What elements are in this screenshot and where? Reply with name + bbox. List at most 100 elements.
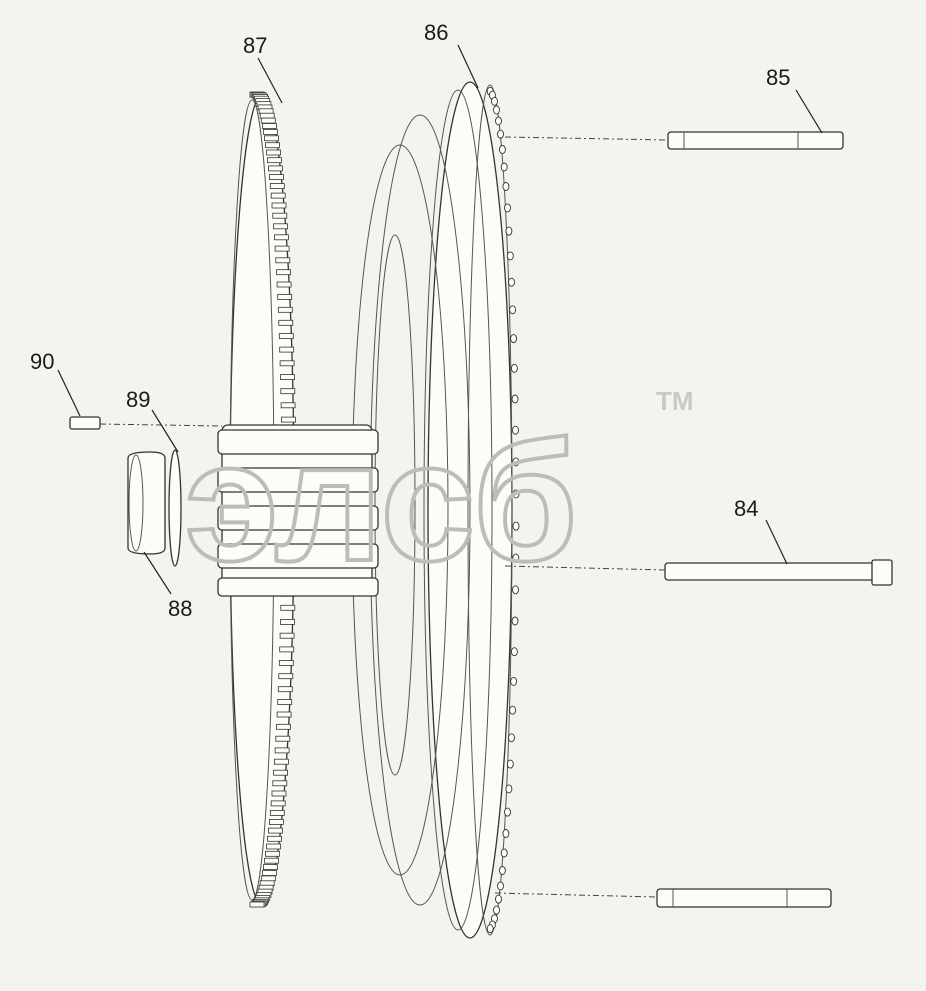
callout-90: 90 bbox=[30, 349, 54, 374]
bolt-hole bbox=[509, 705, 517, 715]
bolt-hole bbox=[510, 647, 518, 657]
callout-labels: 87 86 85 84 90 89 88 bbox=[30, 20, 790, 621]
flywheel-hub bbox=[217, 424, 379, 597]
gear-tooth bbox=[272, 212, 288, 219]
gear-tooth bbox=[267, 835, 282, 842]
callout-86: 86 bbox=[424, 20, 448, 45]
gear-tooth bbox=[273, 758, 289, 765]
gear-tooth bbox=[275, 735, 291, 742]
gear-tooth bbox=[274, 747, 290, 754]
bolt-hole bbox=[502, 182, 510, 191]
bolt-hole bbox=[510, 363, 518, 373]
gear-tooth bbox=[280, 388, 296, 395]
bolt-hole bbox=[500, 162, 508, 172]
bolt-hole bbox=[508, 733, 515, 743]
bolt-hole bbox=[498, 866, 506, 875]
flywheel-bolt-holes bbox=[486, 86, 520, 934]
shim-washer bbox=[168, 449, 182, 567]
bolt-hole bbox=[510, 334, 518, 344]
gear-tooth bbox=[265, 142, 280, 149]
gear-tooth bbox=[277, 686, 293, 693]
bolt-85 bbox=[667, 131, 844, 150]
gear-tooth bbox=[266, 843, 281, 850]
bolt-hole bbox=[508, 277, 515, 287]
gear-tooth bbox=[260, 875, 276, 882]
gear-tooth bbox=[268, 819, 284, 825]
gear-tooth bbox=[265, 850, 280, 857]
gear-tooth bbox=[266, 149, 281, 156]
watermark: элсб TM bbox=[183, 386, 694, 599]
bolt-hole bbox=[495, 116, 502, 126]
gear-tooth bbox=[261, 123, 277, 129]
gear-tooth bbox=[267, 157, 282, 164]
bolt-hole bbox=[509, 305, 517, 315]
gear-tooth bbox=[279, 346, 295, 353]
gear-tooth bbox=[278, 673, 294, 680]
gear-tooth bbox=[260, 117, 276, 124]
watermark-text: элсб bbox=[185, 407, 578, 597]
gear-tooth bbox=[273, 769, 289, 776]
bolt-hole bbox=[493, 905, 500, 915]
bolt-hole bbox=[505, 226, 513, 236]
bolt-hole bbox=[510, 676, 518, 686]
bolt-hole bbox=[498, 145, 506, 154]
gear-tooth bbox=[280, 402, 296, 409]
bolt-hole bbox=[512, 425, 519, 435]
flywheel-disk bbox=[351, 81, 520, 939]
callout-88: 89 bbox=[126, 387, 150, 412]
bolt-hole bbox=[512, 489, 520, 499]
gear-tooth bbox=[262, 128, 278, 135]
watermark-tm: TM bbox=[656, 386, 694, 416]
gear-tooth bbox=[276, 269, 291, 276]
bolt-hole bbox=[511, 616, 519, 626]
bolt-hole bbox=[497, 881, 504, 891]
gear-tooth bbox=[279, 632, 295, 639]
gear-tooth bbox=[276, 281, 292, 288]
gear-tooth bbox=[277, 699, 293, 705]
dowel-pin bbox=[69, 416, 101, 430]
gear-tooth bbox=[280, 374, 295, 381]
gear-tooth bbox=[280, 416, 296, 423]
bolt-hole bbox=[506, 759, 514, 769]
gear-tooth bbox=[264, 857, 279, 864]
gear-tooth bbox=[271, 790, 287, 797]
gear-tooth bbox=[270, 800, 286, 807]
bolt-hole bbox=[495, 894, 502, 904]
bearing-ring bbox=[127, 451, 166, 555]
gear-tooth bbox=[275, 257, 291, 264]
bolt-hole bbox=[512, 521, 520, 531]
gear-tooth bbox=[279, 360, 295, 367]
gear-tooth bbox=[269, 183, 285, 190]
bolt-hole bbox=[504, 807, 511, 817]
gear-tooth bbox=[278, 333, 294, 340]
gear-tooth bbox=[269, 810, 285, 816]
gear-tooth bbox=[268, 174, 284, 181]
bolt-hole bbox=[511, 394, 519, 404]
bolt-hole bbox=[504, 203, 511, 213]
bolt-hole bbox=[512, 457, 520, 467]
gear-tooth bbox=[276, 711, 292, 718]
callout-89: 88 bbox=[168, 596, 192, 621]
gear-tooth bbox=[262, 864, 278, 870]
gear-tooth bbox=[272, 780, 288, 787]
gear-tooth bbox=[277, 294, 293, 300]
bolt-hole bbox=[493, 105, 500, 115]
bolt-84 bbox=[664, 559, 893, 586]
gear-tooth bbox=[264, 135, 279, 142]
bolt-hole bbox=[500, 848, 508, 858]
gear-tooth bbox=[261, 870, 277, 876]
gear-tooth bbox=[267, 165, 283, 172]
gear-tooth bbox=[277, 306, 293, 313]
gear-tooth bbox=[249, 901, 265, 908]
bolt-hole bbox=[512, 585, 519, 595]
bolt-hole bbox=[491, 96, 498, 106]
gear-tooth bbox=[273, 234, 289, 241]
bolt-hole bbox=[506, 251, 514, 261]
callout-87: 87 bbox=[243, 33, 267, 58]
bolt-lower bbox=[656, 888, 832, 908]
callout-85: 85 bbox=[766, 65, 790, 90]
bolt-hole bbox=[512, 553, 520, 563]
bolt-hole bbox=[505, 784, 513, 794]
gear-tooth bbox=[279, 646, 295, 653]
